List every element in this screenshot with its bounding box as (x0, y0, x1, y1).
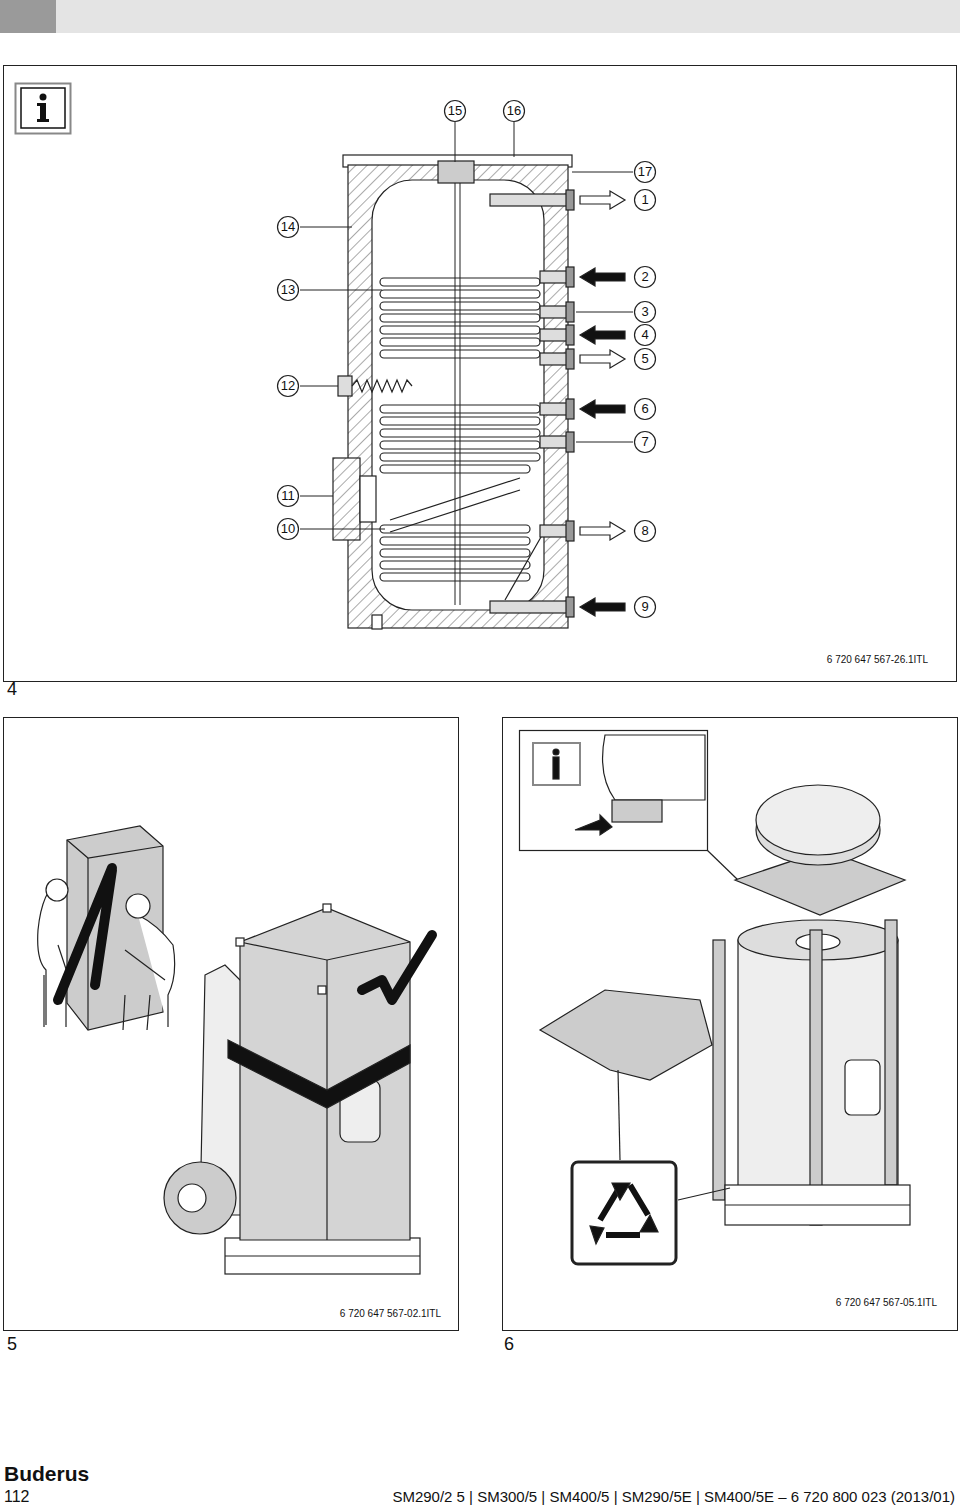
callout-circles (278, 101, 656, 618)
page-number: 112 (4, 1488, 30, 1505)
figure-number: 5 (7, 1335, 17, 1355)
callout-number: 1 (641, 193, 648, 207)
callout-number: 16 (507, 104, 521, 118)
document-reference: SM290/2 5 | SM300/5 | SM400/5 | SM290/5E… (392, 1489, 955, 1505)
callout-number: 3 (641, 305, 648, 319)
panel-frames (4, 66, 958, 1331)
flow-arrows (580, 191, 625, 616)
callout-number: 9 (641, 600, 648, 614)
cross-mark (58, 868, 112, 1000)
header-bar (0, 0, 960, 33)
callout-number: 15 (448, 104, 462, 118)
figure-code: 6 720 647 567-02.1ITL (340, 1308, 441, 1319)
figure-number: 6 (504, 1335, 514, 1355)
callout-number: 5 (641, 352, 648, 366)
carry-right (164, 904, 420, 1274)
check-mark (362, 935, 432, 1000)
tank-section (333, 155, 574, 629)
callout-number: 7 (641, 435, 648, 449)
header-block (0, 0, 56, 33)
carry-wrong (38, 826, 175, 1030)
figure-code: 6 720 647 567-26.1ITL (827, 654, 928, 665)
callout-number: 8 (641, 524, 648, 538)
figure-number: 4 (7, 680, 17, 700)
callout-number: 4 (641, 328, 648, 342)
leader-lines (300, 122, 633, 529)
callout-number: 6 (641, 402, 648, 416)
figure-code: 6 720 647 567-05.1ITL (836, 1297, 937, 1308)
brand-name: Buderus (4, 1462, 89, 1485)
unpack (540, 785, 910, 1264)
inset (520, 731, 708, 851)
callout-number: 11 (281, 489, 295, 503)
callout-number: 13 (281, 283, 295, 297)
callout-number: 17 (638, 165, 652, 179)
callout-number: 12 (281, 379, 295, 393)
callout-number: 10 (281, 522, 295, 536)
callout-number: 14 (281, 220, 295, 234)
callout-number: 2 (641, 270, 648, 284)
info-icon (16, 84, 71, 134)
